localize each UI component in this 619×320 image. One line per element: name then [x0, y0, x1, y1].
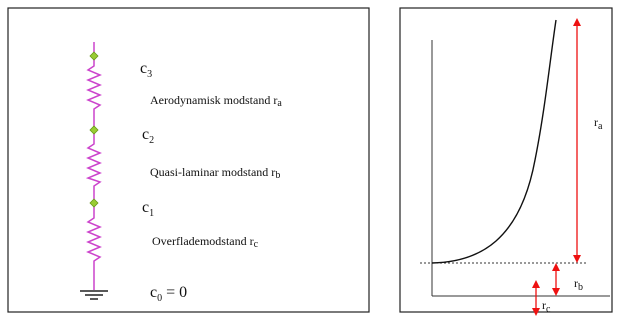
profile-axes	[431, 40, 610, 297]
node-c3-label: c3	[140, 60, 152, 80]
resistor-b-label: Quasi-laminar modstand rb	[150, 165, 280, 181]
ground-icon	[80, 290, 108, 300]
rc-label: rc	[542, 298, 551, 315]
node-c2-dot	[89, 125, 99, 135]
resistor-c-label: Overflademodstand rc	[152, 234, 259, 250]
resistor-a	[86, 58, 102, 118]
resistor-c	[86, 204, 102, 290]
node-c1-dot	[89, 198, 99, 208]
circuit-nodes	[89, 51, 99, 208]
ra-label: ra	[594, 115, 603, 132]
node-c2-label: c2	[142, 126, 154, 146]
node-c1-label: c1	[142, 199, 154, 219]
node-c0-label: c0 = 0	[150, 284, 187, 304]
resistance-curve	[431, 19, 557, 264]
resistor-a-label: Aerodynamisk modstand ra	[150, 93, 282, 109]
resistor-b	[85, 132, 102, 192]
rb-label: rb	[574, 276, 583, 293]
node-c3-dot	[89, 51, 99, 61]
circuit-frame	[7, 7, 370, 313]
